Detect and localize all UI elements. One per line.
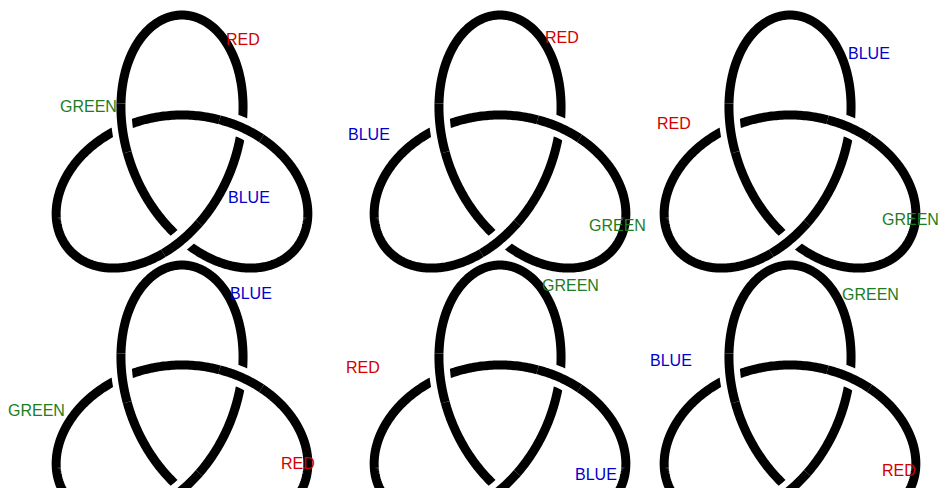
knot-strand	[374, 265, 626, 488]
knot-strand	[771, 223, 807, 253]
knot-strand	[121, 353, 127, 402]
crossing-gap	[163, 473, 199, 488]
knot-strand	[481, 473, 517, 488]
color-label: RED	[882, 462, 916, 480]
color-label: RED	[346, 359, 380, 377]
knot-strand	[374, 15, 626, 268]
knot-strand	[121, 103, 127, 152]
color-label: BLUE	[228, 189, 270, 207]
color-label: GREEN	[882, 211, 939, 229]
knot-strand	[163, 473, 199, 488]
knot-strand	[220, 120, 262, 139]
trefoil-knot	[664, 15, 916, 268]
knot-strand	[439, 103, 445, 152]
color-label: BLUE	[575, 466, 617, 484]
knot-strand	[771, 473, 807, 488]
knot-strand	[163, 223, 199, 253]
color-label: GREEN	[8, 402, 65, 420]
crossing-gap	[538, 120, 580, 139]
knot-strand	[729, 353, 735, 402]
knot-strand	[439, 353, 445, 402]
color-label: RED	[281, 455, 315, 473]
crossing-gap	[481, 473, 517, 488]
crossing-gap	[439, 103, 445, 152]
color-label: GREEN	[589, 217, 646, 235]
color-label: GREEN	[60, 98, 117, 116]
crossing-gap	[121, 353, 127, 402]
trefoil-knot	[664, 265, 916, 488]
knot-strand	[828, 370, 870, 389]
crossing-gap	[729, 353, 735, 402]
knot-strand	[220, 370, 262, 389]
knot-strand	[481, 223, 517, 253]
trefoil-knot	[374, 265, 626, 488]
crossing-gap	[481, 223, 517, 253]
knot-strand	[56, 15, 308, 268]
crossing-gap	[220, 370, 262, 389]
knot-strand	[729, 103, 735, 152]
color-label: GREEN	[842, 286, 899, 304]
color-label: RED	[545, 29, 579, 47]
knot-strand	[664, 265, 916, 488]
crossing-gap	[828, 370, 870, 389]
crossing-gap	[729, 103, 735, 152]
crossing-gap	[121, 103, 127, 152]
crossing-gap	[771, 473, 807, 488]
crossing-gap	[771, 223, 807, 253]
color-label: BLUE	[230, 285, 272, 303]
knot-strand	[56, 265, 308, 488]
crossing-gap	[163, 223, 199, 253]
knot-strand	[664, 15, 916, 268]
knot-strand	[538, 370, 580, 389]
knot-strand	[538, 120, 580, 139]
knot-strand	[828, 120, 870, 139]
crossing-gap	[538, 370, 580, 389]
crossing-gap	[439, 353, 445, 402]
color-label: BLUE	[348, 126, 390, 144]
color-label: BLUE	[848, 45, 890, 63]
color-label: BLUE	[650, 352, 692, 370]
color-label: GREEN	[542, 277, 599, 295]
crossing-gap	[220, 120, 262, 139]
trefoil-knot	[374, 15, 626, 268]
color-label: RED	[657, 115, 691, 133]
color-label: RED	[226, 31, 260, 49]
trefoil-knot	[56, 265, 308, 488]
crossing-gap	[828, 120, 870, 139]
trefoil-knot	[56, 15, 308, 268]
